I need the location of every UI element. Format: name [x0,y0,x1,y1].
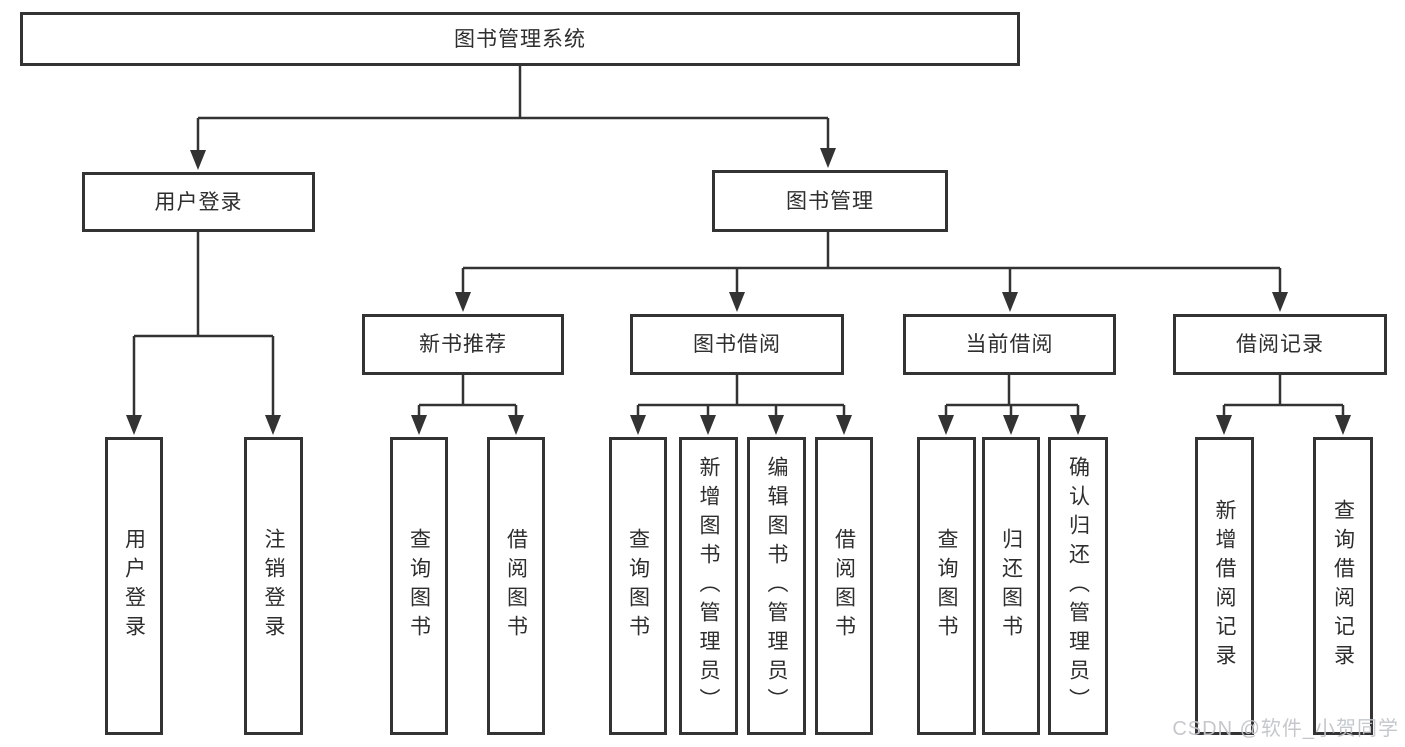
node-label: 查询图书 [407,528,431,644]
node-current-borrow: 当前借阅 [903,314,1116,375]
connector-user-login-to-children [132,232,275,419]
connector-book-borrow-to-children [636,375,846,419]
node-label: 新增图书（管理员） [697,455,720,717]
node-label: 归还图书 [999,528,1023,644]
arrow-icon [729,292,745,312]
node-borrow-records: 借阅记录 [1173,314,1387,375]
node-label: 图书管理系统 [454,27,586,51]
connector-root-to-level2 [196,66,830,154]
node-label: 新书推荐 [419,333,507,356]
node-label: 查询借阅记录 [1331,499,1355,673]
arrow-icon [820,148,836,168]
node-current-confirm-return-admin: 确认归还（管理员） [1048,437,1108,735]
node-label: 用户登录 [122,528,146,644]
arrow-icon [265,415,281,435]
connector-lines [132,66,1345,419]
arrow-icon [190,150,206,170]
arrow-icon [700,415,716,435]
connector-borrow-records-to-children [1222,375,1345,419]
node-label: 注销登录 [262,528,285,644]
node-borrow-borrow-books: 借阅图书 [815,437,873,735]
arrow-icon [1335,415,1351,435]
arrow-icon [938,415,954,435]
node-label: 图书借阅 [693,333,781,356]
arrow-icon [508,415,524,435]
node-label: 当前借阅 [965,333,1054,356]
arrow-icon [630,415,646,435]
arrow-icon [411,415,427,435]
node-library-management-system: 图书管理系统 [20,12,1020,66]
node-label: 编辑图书（管理员） [765,455,788,717]
arrow-icon [126,415,142,435]
node-label: 确认归还（管理员） [1066,455,1090,717]
arrow-icon [768,415,784,435]
node-current-query-books: 查询图书 [917,437,976,735]
arrow-icon [836,415,852,435]
node-new-book-recommendation: 新书推荐 [362,314,564,375]
node-borrow-query-books: 查询图书 [609,437,667,735]
node-label: 借阅记录 [1236,333,1324,356]
arrowheads [126,148,1351,435]
node-label: 图书管理 [786,189,874,213]
node-login: 用户登录 [105,437,163,735]
arrow-icon [1070,415,1086,435]
node-records-query-record: 查询借阅记录 [1313,437,1373,735]
connector-new-book-recommendation-to-children [417,375,518,419]
node-records-add-record: 新增借阅记录 [1195,437,1254,735]
node-borrow-edit-books-admin: 编辑图书（管理员） [747,437,806,735]
arrow-icon [455,292,471,312]
node-label: 用户登录 [154,190,243,214]
node-user-login: 用户登录 [82,172,315,232]
arrow-icon [1272,292,1288,312]
arrow-icon [1216,415,1232,435]
node-recommend-query-books: 查询图书 [390,437,448,735]
node-book-borrow: 图书借阅 [630,314,844,375]
connector-current-borrow-to-children [944,375,1080,419]
arrow-icon [1003,415,1019,435]
node-logout: 注销登录 [244,437,303,735]
node-label: 借阅图书 [504,528,528,644]
node-label: 借阅图书 [832,528,856,644]
node-book-management: 图书管理 [712,170,948,232]
node-label: 新增借阅记录 [1213,499,1236,673]
connector-book-management-to-children [461,232,1282,296]
node-borrow-add-books-admin: 新增图书（管理员） [679,437,738,735]
node-current-return-books: 归还图书 [982,437,1040,735]
node-label: 查询图书 [626,528,650,644]
csdn-watermark: CSDN @软件_小贺同学 [1172,718,1399,740]
node-label: 查询图书 [935,528,958,644]
node-recommend-borrow-books: 借阅图书 [487,437,545,735]
arrow-icon [1002,292,1018,312]
